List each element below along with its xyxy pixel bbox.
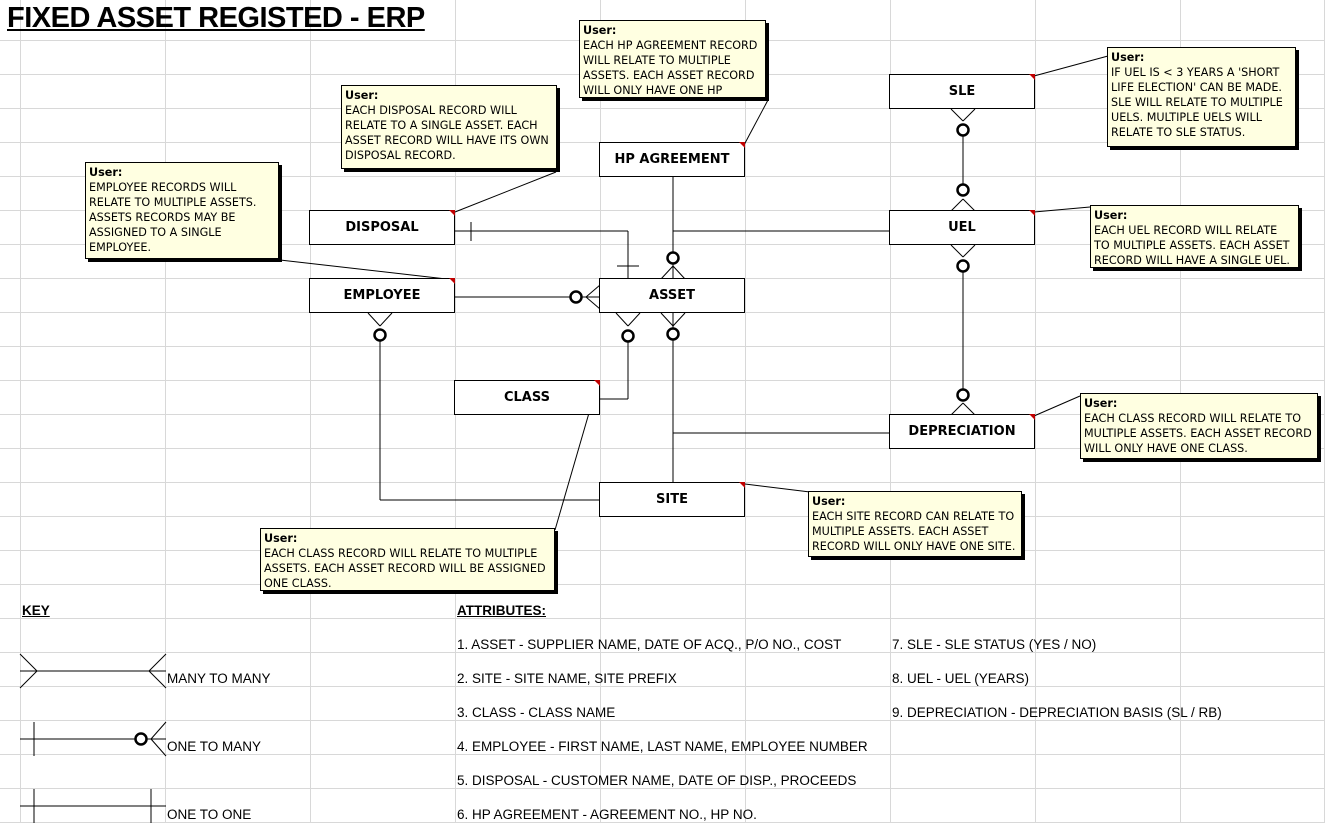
entity-label: CLASS <box>503 390 551 405</box>
attribute-item: 3. CLASS - CLASS NAME <box>457 705 616 720</box>
entity-label: SITE <box>656 492 688 507</box>
comment-text: EACH UEL RECORD WILL RELATE TO MULTIPLE … <box>1094 224 1290 267</box>
entity-label: EMPLOYEE <box>343 288 421 303</box>
attribute-item: 2. SITE - SITE NAME, SITE PREFIX <box>457 671 677 686</box>
comment-class[interactable]: User: EACH CLASS RECORD WILL RELATE TO M… <box>260 528 555 591</box>
comment-author: User: <box>264 532 298 545</box>
hp-asset-link <box>660 177 686 280</box>
comment-indicator-icon[interactable] <box>739 482 745 488</box>
key-one-to-many-label: ONE TO MANY <box>167 739 262 754</box>
comment-text: EACH CLASS RECORD WILL RELATE TO MULTIPL… <box>1084 412 1312 455</box>
asset-class-link <box>600 312 641 400</box>
comment-employee[interactable]: User: EMPLOYEE RECORDS WILL RELATE TO MU… <box>85 162 279 259</box>
attribute-item: 6. HP AGREEMENT - AGREEMENT NO., HP NO. <box>457 807 757 822</box>
comment-depreciation[interactable]: User: EACH CLASS RECORD WILL RELATE TO M… <box>1080 393 1318 459</box>
key-one-to-one-symbol <box>20 789 166 823</box>
comment-indicator-icon[interactable] <box>449 210 455 216</box>
comment-indicator-icon[interactable] <box>594 380 600 386</box>
entity-label: ASSET <box>649 288 695 303</box>
entity-disposal[interactable]: DISPOSAL <box>309 210 455 245</box>
comment-author: User: <box>345 89 379 102</box>
entity-asset[interactable]: ASSET <box>599 278 745 313</box>
entity-uel[interactable]: UEL <box>889 210 1035 245</box>
entity-depreciation[interactable]: DEPRECIATION <box>889 414 1035 449</box>
comment-author: User: <box>1094 209 1128 222</box>
comment-disposal[interactable]: User: EACH DISPOSAL RECORD WILL RELATE T… <box>341 85 557 169</box>
attribute-item: 4. EMPLOYEE - FIRST NAME, LAST NAME, EMP… <box>457 739 868 754</box>
entity-label: UEL <box>948 220 976 235</box>
entity-sle[interactable]: SLE <box>889 74 1035 109</box>
attribute-item: 8. UEL - UEL (YEARS) <box>892 671 1030 686</box>
uel-depreciation-link <box>950 244 976 416</box>
key-one-to-one-label: ONE TO ONE <box>167 807 252 822</box>
comment-author: User: <box>583 24 617 37</box>
comment-author: User: <box>812 495 846 508</box>
comment-indicator-icon[interactable] <box>449 278 455 284</box>
key-one-to-many-symbol <box>20 721 167 757</box>
entity-class[interactable]: CLASS <box>454 380 600 415</box>
comment-author: User: <box>1084 397 1118 410</box>
comment-text: EACH HP AGREEMENT RECORD WILL RELATE TO … <box>583 39 758 97</box>
entity-hp-agreement[interactable]: HP AGREEMENT <box>599 142 745 177</box>
comment-author: User: <box>1111 51 1145 64</box>
entity-label: DEPRECIATION <box>908 424 1016 439</box>
comment-leaders <box>279 55 1109 531</box>
comment-site[interactable]: User: EACH SITE RECORD CAN RELATE TO MUL… <box>808 491 1022 557</box>
comment-uel[interactable]: User: EACH UEL RECORD WILL RELATE TO MUL… <box>1090 205 1299 268</box>
entity-label: SLE <box>948 84 976 99</box>
entity-label: HP AGREEMENT <box>614 152 730 167</box>
comment-indicator-icon[interactable] <box>1029 210 1035 216</box>
attribute-item: 9. DEPRECIATION - DEPRECIATION BASIS (SL… <box>892 705 1222 720</box>
comment-sle[interactable]: User: IF UEL IS < 3 YEARS A 'SHORT LIFE … <box>1107 47 1296 147</box>
key-heading: KEY <box>22 603 50 618</box>
comment-text: EACH DISPOSAL RECORD WILL RELATE TO A SI… <box>345 104 549 162</box>
attributes-heading: ATTRIBUTES: <box>457 603 546 618</box>
attribute-item: 1. ASSET - SUPPLIER NAME, DATE OF ACQ., … <box>457 637 842 652</box>
comment-text: IF UEL IS < 3 YEARS A 'SHORT LIFE ELECTI… <box>1111 66 1283 139</box>
key-many-to-many-label: MANY TO MANY <box>167 671 271 686</box>
comment-author: User: <box>89 166 123 179</box>
comment-indicator-icon[interactable] <box>1029 414 1035 420</box>
disposal-asset-link <box>455 222 639 278</box>
entity-site[interactable]: SITE <box>599 482 745 517</box>
entity-employee[interactable]: EMPLOYEE <box>309 278 455 313</box>
page-title: FIXED ASSET REGISTED - ERP <box>7 2 425 34</box>
sle-uel-link <box>950 108 976 212</box>
comment-hp-agreement[interactable]: User: EACH HP AGREEMENT RECORD WILL RELA… <box>579 20 766 98</box>
comment-indicator-icon[interactable] <box>1029 74 1035 80</box>
comment-text: EMPLOYEE RECORDS WILL RELATE TO MULTIPLE… <box>89 181 257 254</box>
attribute-item: 7. SLE - SLE STATUS (YES / NO) <box>892 637 1097 652</box>
attribute-item: 5. DISPOSAL - CUSTOMER NAME, DATE OF DIS… <box>457 773 857 788</box>
comment-text: EACH CLASS RECORD WILL RELATE TO MULTIPL… <box>264 547 546 590</box>
comment-indicator-icon[interactable] <box>739 142 745 148</box>
entity-label: DISPOSAL <box>345 220 419 235</box>
comment-text: EACH SITE RECORD CAN RELATE TO MULTIPLE … <box>812 510 1016 553</box>
key-many-to-many-symbol <box>19 653 167 689</box>
asset-site-link <box>660 312 686 483</box>
employee-asset-link <box>455 284 601 310</box>
